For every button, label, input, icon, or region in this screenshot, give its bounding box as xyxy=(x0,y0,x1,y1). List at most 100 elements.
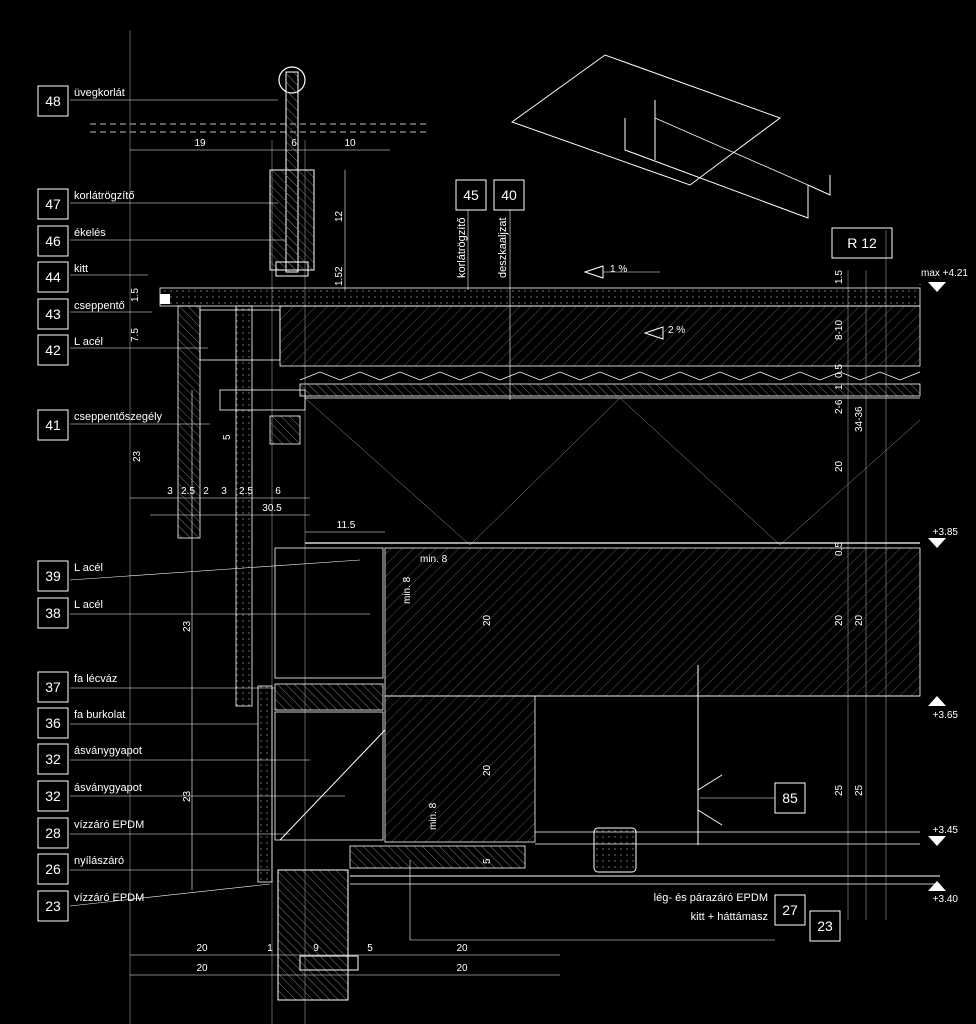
dim-text: 19 xyxy=(194,138,206,149)
callout-label: cseppentő xyxy=(74,300,125,312)
callout-num: 40 xyxy=(501,187,517,203)
dim-text: 25 xyxy=(854,784,865,796)
callout-label: cseppentőszegély xyxy=(74,411,163,423)
dim-text: 2-6 xyxy=(834,399,845,414)
callout-num: 28 xyxy=(45,825,61,841)
callout-numbers: 48 47 46 44 43 42 41 39 38 37 36 32 32 2… xyxy=(45,93,877,934)
dim-text: 5 xyxy=(222,434,233,440)
dim-text: min. 8 xyxy=(420,554,448,565)
level-label: +3.40 xyxy=(933,894,959,905)
callout-num: 44 xyxy=(45,269,61,285)
callout-label: ékelés xyxy=(74,227,106,239)
dim-text: 3 xyxy=(221,486,227,497)
callout-num: 36 xyxy=(45,715,61,731)
section-tag: R 12 xyxy=(847,235,877,251)
callout-num: 42 xyxy=(45,342,61,358)
dim-text: 1.5 xyxy=(334,272,345,286)
callout-label: kitt xyxy=(74,263,88,275)
dim-text: 20 xyxy=(854,614,865,626)
dim-text: 20 xyxy=(482,764,493,776)
roof-slab xyxy=(159,287,940,885)
callout-boxes-left xyxy=(37,85,841,942)
callout-labels: üvegkorlát korlátrögzítő ékelés kitt cse… xyxy=(74,87,768,923)
callout-num: 26 xyxy=(45,861,61,877)
dim-text: 5 xyxy=(367,943,373,954)
section-tag-box xyxy=(831,227,893,259)
dimension-lines xyxy=(130,149,921,976)
dim-text: 0.5 xyxy=(834,364,845,378)
dim-text: 34-36 xyxy=(854,406,865,432)
callout-label: L acél xyxy=(74,336,103,348)
dim-text: 6 xyxy=(291,138,297,149)
callout-num: 85 xyxy=(782,790,798,806)
dim-text: 3 xyxy=(167,486,173,497)
callout-label: kitt + háttámasz xyxy=(691,911,768,923)
glass-railing xyxy=(269,66,315,277)
dim-text: 9 xyxy=(313,943,319,954)
callout-num: 43 xyxy=(45,306,61,322)
dim-text: 1 xyxy=(267,943,273,954)
level-label: +3.85 xyxy=(933,527,959,538)
dim-text: 10 xyxy=(344,138,356,149)
dim-text: 0.5 xyxy=(834,542,845,556)
dim-text: 20 xyxy=(482,614,493,626)
callout-num: 38 xyxy=(45,605,61,621)
isometric-bracket-detail xyxy=(510,54,831,219)
level-markers xyxy=(928,282,946,891)
callout-num: 46 xyxy=(45,233,61,249)
callout-num: 23 xyxy=(45,898,61,914)
dim-text: 25 xyxy=(834,784,845,796)
callout-label: fa burkolat xyxy=(74,709,125,721)
dim-text: min. 8 xyxy=(428,802,439,830)
callout-num: 27 xyxy=(782,902,798,918)
dim-text: 2 xyxy=(334,266,345,272)
dim-text: 30.5 xyxy=(262,503,282,514)
callout-label: ásványgyapot xyxy=(74,782,142,794)
callout-label: korlátrögzítő xyxy=(456,217,468,278)
dim-text: 5 xyxy=(482,858,493,864)
ceiling-fixture xyxy=(593,665,723,873)
dim-text: 20 xyxy=(834,614,845,626)
level-labels: max +4.21 +3.85 +3.65 +3.45 +3.40 xyxy=(921,268,968,905)
callout-label: deszkaaljzat xyxy=(497,217,509,278)
leader-lines xyxy=(69,99,775,941)
callout-label: fa lécváz xyxy=(74,673,117,685)
callout-label: korlátrögzítő xyxy=(74,190,135,202)
guide-lines xyxy=(90,30,887,1024)
dim-text: 2 xyxy=(203,486,209,497)
callout-label: L acél xyxy=(74,599,103,611)
dim-text: 11.5 xyxy=(337,520,356,531)
level-label: +3.65 xyxy=(933,710,959,721)
callout-label: lég- és párazáró EPDM xyxy=(654,892,768,904)
callout-num: 32 xyxy=(45,751,61,767)
dim-text: 2.5 xyxy=(181,486,195,497)
wall-cladding xyxy=(160,294,386,1001)
dim-text: min. 8 xyxy=(402,576,413,604)
callout-num: 32 xyxy=(45,788,61,804)
callout-label: vízzáró EPDM xyxy=(74,819,144,831)
dim-text: 2.5 xyxy=(239,486,253,497)
dim-text: 20 xyxy=(196,943,208,954)
dim-text: 20 xyxy=(196,963,208,974)
dim-text: 1 xyxy=(834,384,845,390)
dim-text: 7.5 xyxy=(130,328,141,342)
callout-num: 48 xyxy=(45,93,61,109)
slope-label: 1 % xyxy=(610,264,627,275)
callout-num: 37 xyxy=(45,679,61,695)
slope-label: 2 % xyxy=(668,325,685,336)
dim-text: 6 xyxy=(275,486,281,497)
dim-text: 12 xyxy=(334,210,345,222)
level-label: max +4.21 xyxy=(921,268,968,279)
dim-text: 20 xyxy=(834,460,845,472)
slope-arrows xyxy=(583,265,664,340)
dim-text: 1.5 xyxy=(130,288,141,302)
dim-text: 23 xyxy=(132,450,143,462)
dim-text: 23 xyxy=(182,790,193,802)
callout-label: nyílászáró xyxy=(74,855,124,867)
dim-text: 8-10 xyxy=(834,320,845,340)
callout-num: 47 xyxy=(45,196,61,212)
callout-label: üvegkorlát xyxy=(74,87,125,99)
dim-text: 20 xyxy=(456,963,468,974)
